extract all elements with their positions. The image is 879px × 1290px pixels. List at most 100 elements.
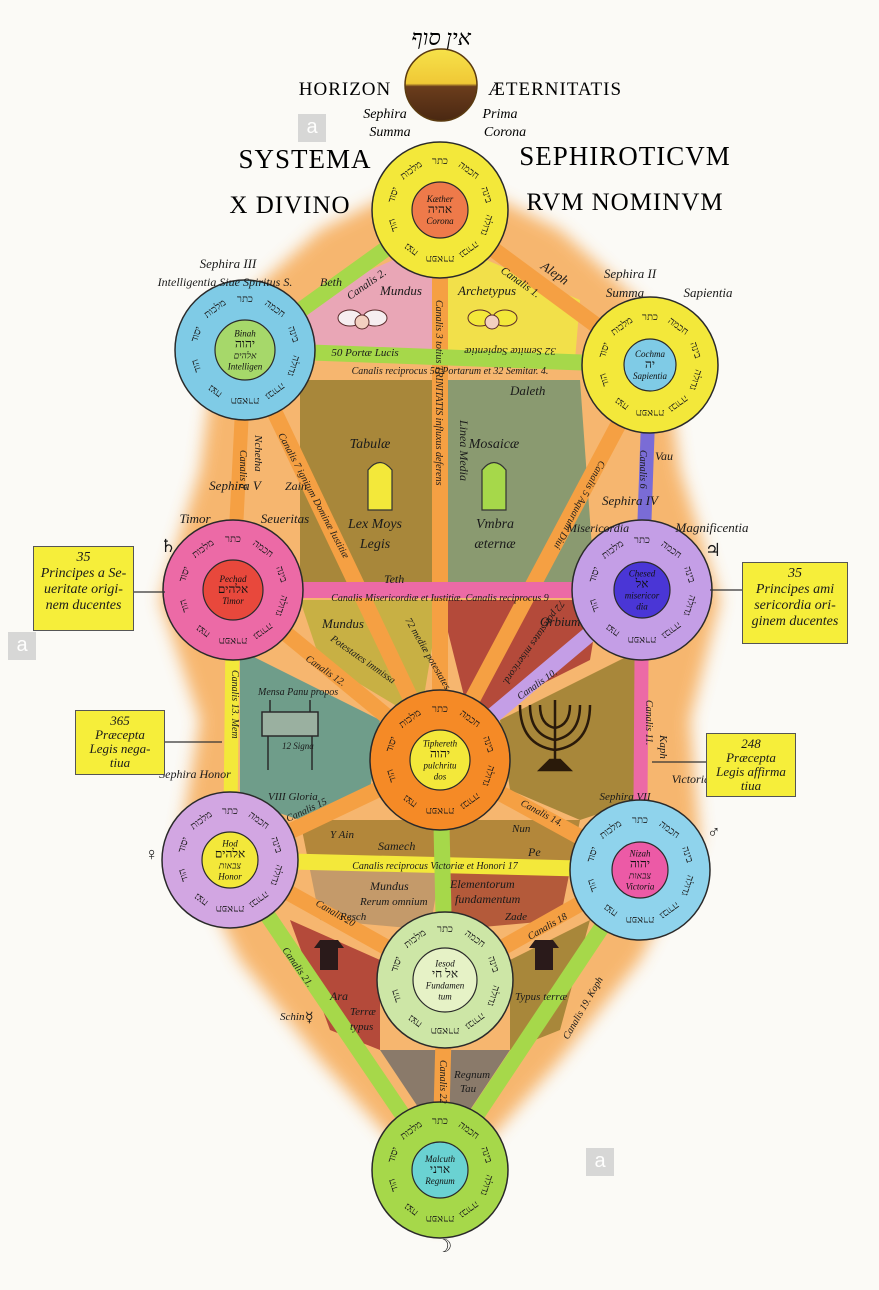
sephira-pechad-ring-letter: יסוד bbox=[177, 565, 192, 584]
beth-label: Beth bbox=[320, 275, 342, 289]
archetypus-label: Archetypus bbox=[457, 283, 516, 298]
sephira-malcuth-ring-letter: יסוד bbox=[386, 1146, 401, 1165]
sephira-binah-ring-letter: כתר bbox=[237, 294, 253, 305]
sephira-cochma-ring-letter: תפארת bbox=[636, 407, 664, 418]
sephira-nizah-name-line: צבאות bbox=[628, 871, 652, 881]
sephira-chesed-core bbox=[613, 561, 671, 619]
sephira-iesod-ring-letter: כתר bbox=[437, 924, 453, 935]
typus-label: typus bbox=[350, 1021, 373, 1033]
saturn-symbol: ♄ bbox=[160, 536, 176, 556]
intelligentia-label: Intelligentia Siue Spiritus S. bbox=[157, 275, 293, 289]
canalis-6-label: Canalis 6 bbox=[637, 450, 648, 489]
mensa-label: Mensa Panu propos bbox=[257, 687, 338, 698]
sephira-tiphereth-name-line: Tiphereth bbox=[423, 739, 458, 749]
summa-label: Summa bbox=[369, 125, 410, 140]
portae-lucis-label: 50 Portæ Lucis bbox=[331, 347, 398, 359]
daleth-label: Daleth bbox=[509, 383, 545, 398]
sephira-tiphereth-ring-letter: הוד bbox=[385, 767, 400, 783]
sephira-cochma-core bbox=[623, 338, 677, 392]
mundus-2-label: Mundus bbox=[321, 616, 364, 631]
canalis-misericordiae-label: Canalis Misericordiæ et Iustitiæ. Canali… bbox=[331, 593, 549, 604]
sephira-cochma-ring-letter: יסוד bbox=[597, 341, 612, 360]
sephira-hod-ring-letter: תפארת bbox=[216, 903, 244, 914]
sephira-hod-core bbox=[201, 831, 259, 889]
trinitatis-label: Canalis 3 totius TRINITATIS influxus def… bbox=[433, 300, 444, 486]
altar-icon bbox=[314, 940, 559, 970]
sephira-tiphereth-ring-letter: בינה bbox=[480, 735, 496, 754]
sephira-chesed-name-line: dia bbox=[636, 602, 648, 612]
panel-mundus-archetypus-left bbox=[300, 240, 440, 360]
sephira-vii-label: Sephira VII bbox=[599, 791, 651, 803]
nun-label: Nun bbox=[511, 823, 531, 835]
panel-ara-left bbox=[290, 920, 380, 1050]
rum-nominum-title: RVM NOMINVM bbox=[526, 189, 723, 216]
samech-label: Samech bbox=[378, 839, 415, 853]
sephira-iesod-ring-letter: הוד bbox=[390, 987, 405, 1003]
zain-label: Zain bbox=[285, 479, 307, 493]
sephira-binah-name-line: יהוה bbox=[235, 337, 255, 351]
sephira-label: Sephira bbox=[363, 107, 407, 122]
sephira-nizah-core bbox=[611, 841, 669, 899]
sephira-viii-label: VIII Gloria bbox=[268, 791, 318, 803]
sephira-binah-ring-letter: הוד bbox=[190, 357, 205, 373]
terrae-label: Terræ bbox=[350, 1006, 377, 1018]
sephira-cochma-name-line: Sapientia bbox=[633, 371, 667, 381]
canalis-13-label: Canalis 13. Mem bbox=[229, 670, 240, 739]
sephira-pechad-core bbox=[202, 559, 264, 621]
fundamentum-label: fundamentum bbox=[455, 892, 521, 906]
menorah-icon bbox=[518, 700, 592, 772]
summa-label-right: Summa bbox=[606, 285, 645, 300]
lex-moys-label: Lex Moys bbox=[347, 517, 403, 532]
nchetha-label: Nchetha bbox=[252, 434, 264, 472]
semitae-label: 32 Semitæ Sapientiæ bbox=[464, 345, 557, 357]
sephira-hod-name-line: אלהים bbox=[215, 847, 245, 861]
sephira-tiphereth-ring-letter: תפארת bbox=[426, 805, 454, 816]
venus-symbol: ♀ bbox=[145, 844, 159, 864]
mosaicae-label: Mosaicæ bbox=[468, 437, 520, 452]
sephira-malcuth-ring-letter: בינה bbox=[478, 1145, 494, 1164]
resch-label: Resch bbox=[339, 911, 367, 923]
panel-tabulae-right bbox=[440, 380, 595, 590]
sephira-binah-name-line: Binah bbox=[234, 329, 256, 339]
sephira-nizah-name-line: Victoria bbox=[626, 882, 655, 892]
timor-label: Timor bbox=[179, 511, 211, 526]
sephira-nizah-ring-letter: כתר bbox=[632, 815, 648, 826]
regnum-label: Regnum bbox=[453, 1069, 490, 1081]
sephira-pechad-ring-letter: הוד bbox=[178, 597, 193, 613]
sephira-binah-ring-letter: תפארת bbox=[231, 395, 259, 406]
sephira-hod-name-line: צבאות bbox=[218, 861, 242, 871]
sephira-nizah-name-line: Nizah bbox=[628, 849, 651, 859]
sephira-iii-label: Sephira III bbox=[200, 256, 257, 271]
sephira-malcuth-core bbox=[411, 1141, 469, 1199]
sephira-tiphereth-name-line: יהוה bbox=[430, 747, 450, 761]
sephira-malcuth-ring-letter: תפארת bbox=[426, 1213, 454, 1224]
jupiter-symbol: ♃ bbox=[705, 540, 721, 560]
panes-label: 12 Signa bbox=[282, 741, 314, 751]
sephira-honor-label: Sephira Honor bbox=[159, 767, 231, 781]
zade-label: Zade bbox=[505, 911, 527, 923]
panel-mundus-archetypus-right bbox=[440, 240, 580, 360]
sephira-binah-ring-letter: יסוד bbox=[189, 325, 204, 344]
sapientia-label: Sapientia bbox=[683, 285, 733, 300]
sephira-iesod-ring-letter: תפארת bbox=[431, 1025, 459, 1036]
sephira-tiphereth-core bbox=[409, 729, 471, 791]
tau-label: Tau bbox=[460, 1083, 477, 1095]
sephira-binah-name-line: Intelligen bbox=[227, 362, 263, 372]
aeternae-label: æternæ bbox=[474, 537, 516, 552]
sephira-chesed-ring-letter: יסוד bbox=[587, 565, 602, 584]
tabulae-label: Tabulæ bbox=[350, 437, 391, 452]
ain-soph-sun bbox=[404, 48, 478, 122]
sephira-binah-core bbox=[214, 319, 276, 381]
canalis-17-label: Canalis reciprocus Victoriæ et Honori 17 bbox=[352, 861, 518, 872]
sephira-kether-ring-letter: הוד bbox=[387, 217, 402, 233]
sephira-cochma-ring-letter: הוד bbox=[597, 372, 612, 388]
sephira-tiphereth-ring-letter: יסוד bbox=[384, 735, 399, 754]
sephira-malcuth-name-line: Malcuth bbox=[424, 1154, 455, 1164]
